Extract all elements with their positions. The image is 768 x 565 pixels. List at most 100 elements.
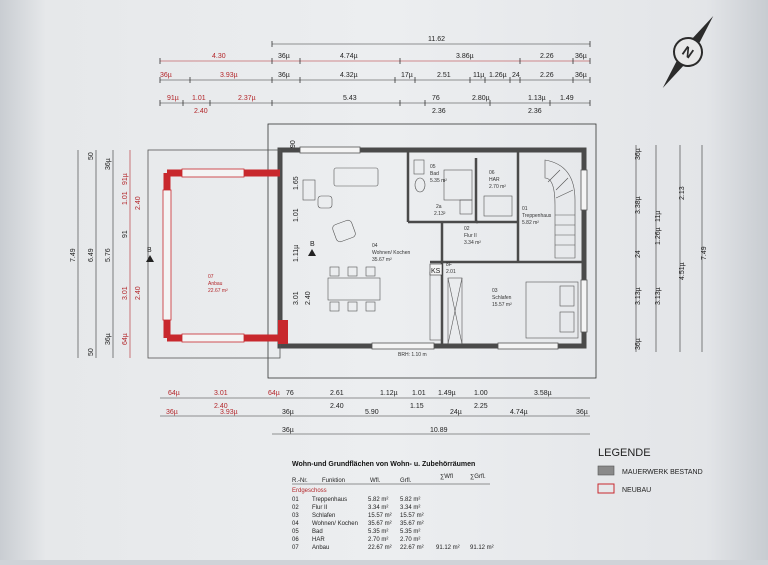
dim-label: 3.13µ (635, 287, 642, 305)
dim-label: 17µ (401, 72, 413, 79)
dim-label: 50 (88, 152, 95, 160)
room-area: 22.67 m² (208, 288, 228, 294)
table-row: 03 Schlafen 15.57 m² 15.57 m² (292, 513, 424, 519)
room-name: Anbau (208, 281, 223, 287)
table-cell: 04 (292, 521, 299, 527)
dim-label: 91µ (122, 173, 129, 185)
dim-label: 64µ (168, 390, 180, 397)
table-cell: Flur II (312, 505, 328, 511)
dim-label: 2.36 (528, 108, 542, 115)
table-cell: 3.34 m² (368, 505, 388, 511)
dim-label: 3.01 (214, 390, 228, 397)
legend-swatch-new (597, 483, 615, 494)
dim-label: 2.25 (474, 403, 488, 410)
room-area: 5.35 m² (430, 178, 447, 184)
dim-label: 3.38µ (635, 196, 642, 214)
dim-label: 3.13µ (655, 287, 662, 305)
table-cell: 03 (292, 513, 299, 519)
table-header-grfl: Grfl. (400, 478, 412, 484)
section-label: B (147, 247, 152, 254)
table-floor: Erdgeschoss (292, 488, 327, 494)
toilet-icon (414, 177, 426, 193)
dim-label: 7.49 (70, 248, 77, 262)
dim-label: 3.01 (293, 291, 300, 305)
dim-label: 1.26µ (489, 72, 507, 79)
dim-label: 36µ (575, 72, 587, 79)
kitchen-counter-icon (429, 271, 443, 341)
dim-label: 91µ (167, 95, 179, 102)
dim-label: 90 (290, 140, 297, 148)
table-cell: Treppenhaus (312, 497, 347, 503)
dim-label: 91 (122, 230, 129, 238)
dim-label: 2.40 (214, 403, 228, 410)
table-cell: 06 (292, 537, 299, 543)
dim-label: 4.74µ (340, 53, 358, 60)
dim-label: 1.65 (293, 176, 300, 190)
table-cell: 5.35 m² (400, 529, 420, 535)
dim-label: 36µ (635, 148, 642, 160)
dim-label: 2.36 (432, 108, 446, 115)
left-dimension-labels: 7.49 6.49 5.76 50 36µ 91µ 1.01 2.40 91 3… (70, 152, 142, 356)
dim-label: 2.40 (305, 291, 312, 305)
table-row: 04 Wohnen/ Kochen 35.67 m² 35.67 m² (292, 521, 424, 527)
dim-label: 36µ (160, 72, 172, 79)
dim-label: 36µ (575, 53, 587, 60)
dim-label: 36µ (282, 427, 294, 434)
room-number: 02 (464, 226, 470, 232)
room-number: 07 (208, 274, 214, 280)
table-cell: 35.67 m² (368, 521, 392, 527)
table-cell: Bad (312, 529, 323, 535)
table-cell: Anbau (312, 545, 329, 551)
dim-label: 24 (512, 72, 520, 79)
dim-label: 2.13 (679, 186, 686, 200)
chair-icon (329, 266, 376, 312)
table-row: 02 Flur II 3.34 m² 3.34 m² (292, 505, 420, 511)
dim-label: 1.49µ (438, 390, 456, 397)
top-dimension-chains (159, 41, 591, 106)
side-table-icon (317, 195, 333, 209)
room-number: 8F (446, 262, 452, 268)
legend-label: NEUBAU (622, 487, 651, 494)
dim-label: 36µ (282, 409, 294, 416)
table-cell: 15.57 m² (368, 513, 392, 519)
legend-label: MAUERWERK BESTAND (622, 469, 703, 476)
bottom-dimension-labels: 64µ 3.01 64µ 76 2.61 1.12µ 1.01 1.49µ 1.… (166, 390, 588, 434)
dim-label: 1.26µ (655, 227, 662, 245)
dim-label: 5.76 (105, 248, 112, 262)
room-area: 2.01 (446, 269, 456, 275)
room-area: 5.82 m² (522, 220, 539, 226)
furniture (302, 159, 579, 345)
dim-label: 1.49 (560, 95, 574, 102)
dim-label: 36µ (105, 333, 112, 345)
sofa-icon (333, 167, 379, 187)
table-title: Wohn-und Grundflächen von Wohn- u. Zubeh… (292, 461, 475, 468)
room-name: Treppenhaus (522, 213, 552, 219)
dim-label: 1.11µ (293, 245, 300, 262)
room-area: 2.13² (434, 211, 446, 217)
table-cell: 02 (292, 505, 299, 511)
dim-label: 2.51 (437, 72, 451, 79)
legend: LEGENDE MAUERWERK BESTAND NEUBAU (597, 447, 703, 494)
dim-label: 24 (635, 250, 642, 258)
dim-label: 7.49 (701, 246, 708, 260)
legend-swatch-existing (597, 465, 615, 476)
room-number: 03 (492, 288, 498, 294)
room-number: 05 (430, 164, 436, 170)
section-marker-icon: B B (146, 241, 316, 262)
table-cell: 07 (292, 545, 299, 551)
ks-label: KS (431, 268, 441, 275)
staircase (544, 159, 576, 259)
dim-label: 11µ (655, 211, 662, 222)
dim-label: 2.37µ (238, 95, 256, 102)
dim-label: 3.86µ (456, 53, 474, 60)
room-area: 2.70 m² (489, 184, 506, 190)
table-sum-grfl: ∑Grfl. (470, 474, 486, 480)
room-number: 01 (522, 206, 528, 212)
table-header-func: Funktion (322, 478, 345, 484)
room-name: HAR (489, 177, 500, 183)
table-cell: 5.82 m² (368, 497, 388, 503)
dim-label: 6.49 (88, 248, 95, 262)
top-dimension-labels: 11.62 4.30 36µ 4.74µ 3.86µ 2.26 36µ 36µ … (160, 36, 587, 115)
table-cell: 2.70 m² (368, 537, 388, 543)
